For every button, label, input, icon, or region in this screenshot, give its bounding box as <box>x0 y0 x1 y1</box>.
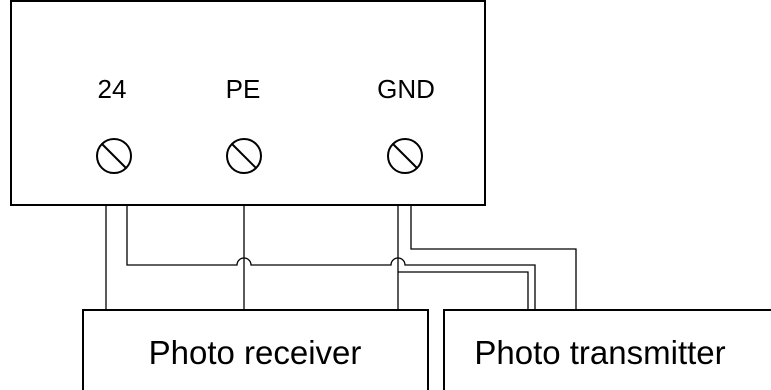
terminal-label-pe: PE <box>226 74 261 104</box>
photo-transmitter-label: Photo transmitter <box>474 334 725 371</box>
terminal-label-24: 24 <box>98 74 127 104</box>
photo-receiver-box <box>82 309 429 390</box>
wire-gnd-transmitter-b <box>410 205 577 310</box>
terminal-label-gnd: GND <box>377 74 435 104</box>
screw-icon-24 <box>96 138 132 174</box>
screw-icon-gnd <box>387 138 423 174</box>
photo-transmitter-box <box>443 309 771 390</box>
wire-24-transmitter <box>126 205 536 310</box>
wire-gnd-transmitter-a <box>398 271 529 310</box>
screw-icon-pe <box>226 138 262 174</box>
photo-receiver-label: Photo receiver <box>149 334 362 371</box>
terminal-block <box>10 0 486 206</box>
